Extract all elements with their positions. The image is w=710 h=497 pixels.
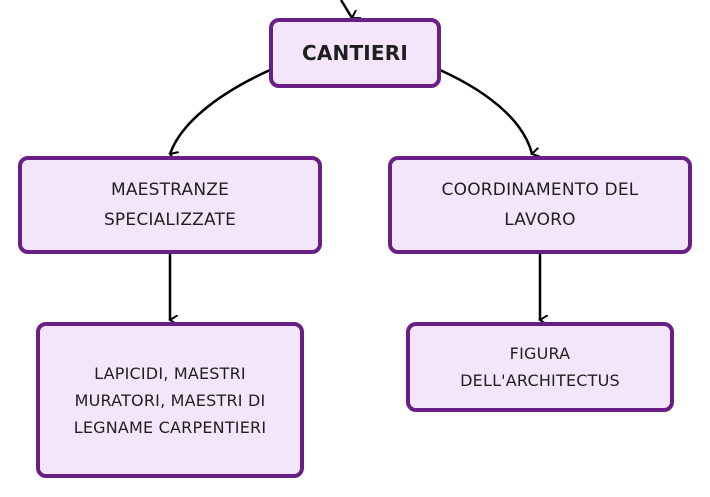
node-cantieri: CANTIERI <box>269 18 441 88</box>
node-figura-architectus: FIGURA DELL'ARCHITECTUS <box>406 322 674 412</box>
node-lapicidi-maestri-label: LAPICIDI, MAESTRI MURATORI, MAESTRI DI L… <box>73 363 267 437</box>
node-coordinamento-del-lavoro-label: COORDINAMENTO DEL LAVORO <box>441 180 639 230</box>
connector-root-to-left <box>170 68 271 154</box>
node-maestranze-specializzate: MAESTRANZE SPECIALIZZATE <box>18 156 322 254</box>
node-maestranze-specializzate-label: MAESTRANZE SPECIALIZZATE <box>103 180 237 230</box>
node-coordinamento-del-lavoro: COORDINAMENTO DEL LAVORO <box>388 156 692 254</box>
incoming-connector <box>339 0 352 18</box>
node-figura-architectus-label: FIGURA DELL'ARCHITECTUS <box>460 344 620 390</box>
node-lapicidi-maestri: LAPICIDI, MAESTRI MURATORI, MAESTRI DI L… <box>36 322 304 478</box>
node-cantieri-label: CANTIERI <box>301 41 409 65</box>
connector-root-to-right <box>439 68 532 154</box>
